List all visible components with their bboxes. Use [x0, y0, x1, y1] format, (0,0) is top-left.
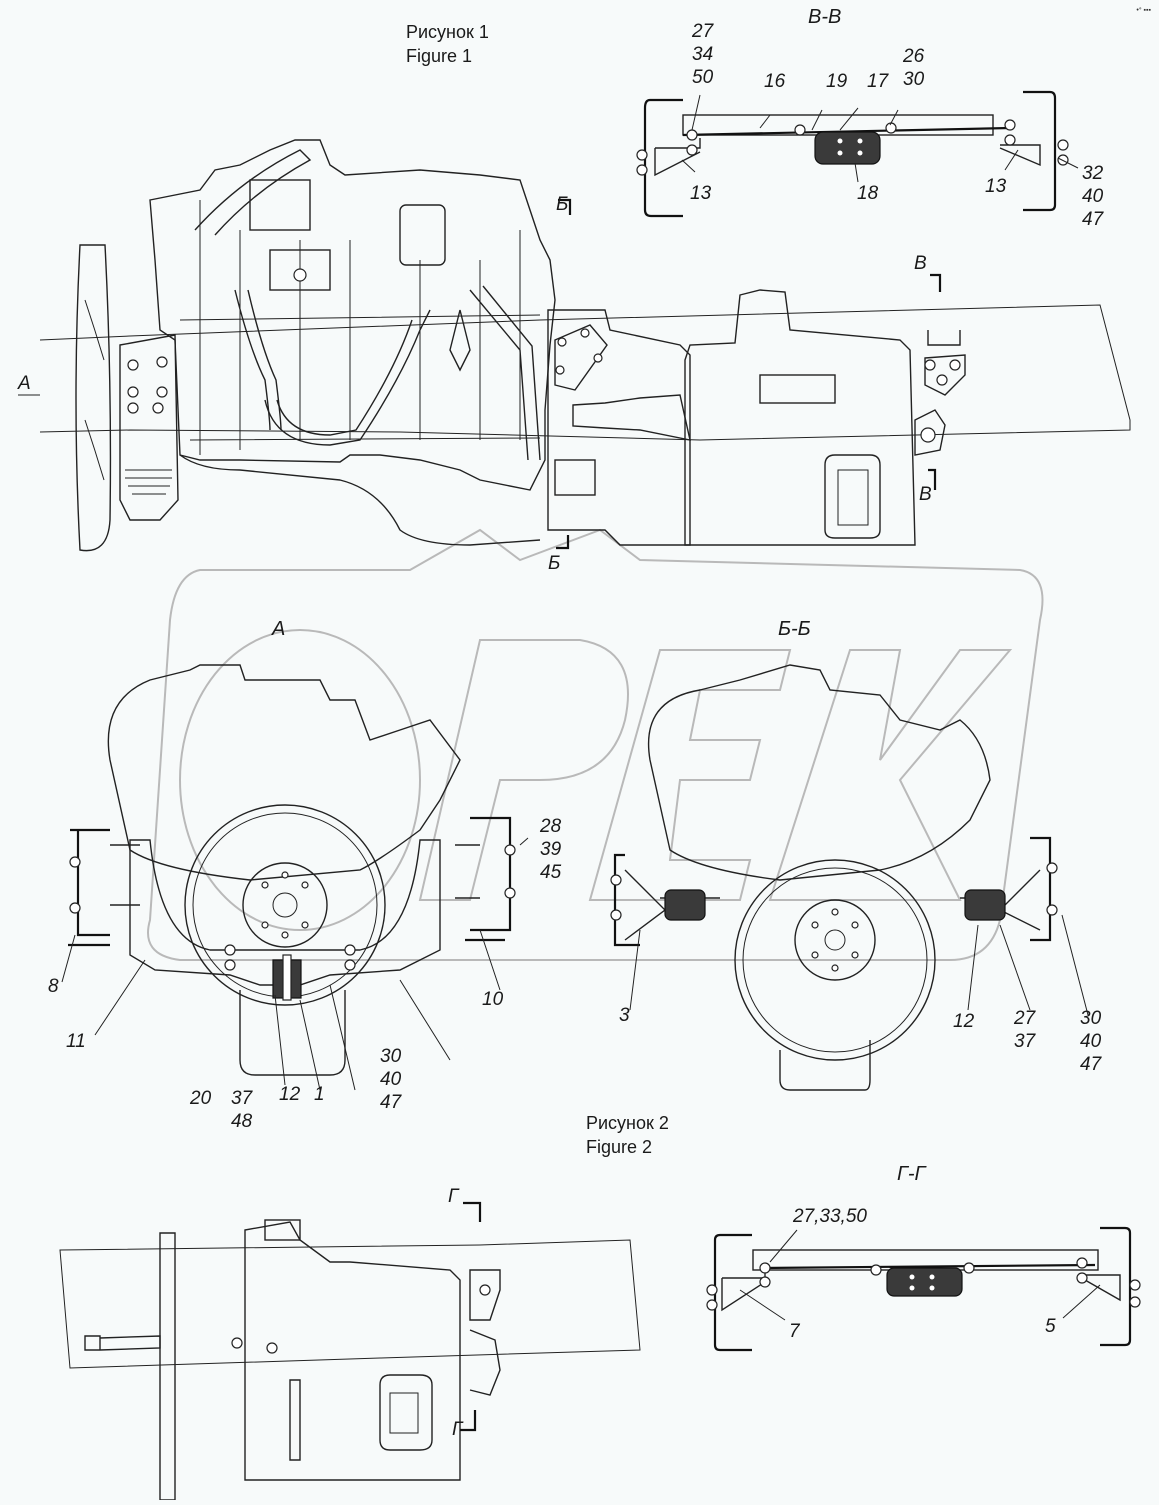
callout-vv-32-40-47: 32 40 47	[1082, 163, 1104, 230]
rubber-cushion-right	[964, 889, 1006, 921]
section-mark-b-bottom: Б	[548, 553, 561, 574]
section-mark-g-bottom: Г	[452, 1419, 463, 1440]
callout-vv-13-left: 13	[690, 183, 712, 204]
bellhousing	[547, 309, 691, 546]
callout-a-8: 8	[48, 976, 59, 997]
view-arrow-a: А	[18, 373, 31, 394]
view-bb-drawing	[610, 664, 1089, 1091]
callout-gg-27-33-50: 27,33,50	[793, 1206, 867, 1227]
rubber-cushion-left	[664, 889, 706, 921]
view-vv-drawing	[636, 90, 1079, 218]
callout-a-28-39-45: 28 39 45	[540, 816, 562, 883]
view-a-drawing	[61, 664, 529, 1091]
callout-bb-30-40-47: 30 40 47	[1080, 1008, 1102, 1075]
flywheel-a	[184, 804, 386, 1006]
callout-a-10: 10	[482, 989, 504, 1010]
view-gg-title: Г-Г	[897, 1163, 926, 1185]
callout-a-30-40-47: 30 40 47	[380, 1046, 402, 1113]
sensor	[449, 309, 471, 372]
section-mark-b-top: Б	[556, 194, 569, 215]
rubber-pad-gg	[886, 1267, 963, 1297]
callout-vv-18: 18	[857, 183, 879, 204]
callout-vv-19: 19	[826, 71, 848, 92]
callout-a-11: 11	[66, 1031, 86, 1052]
pto-cover	[824, 454, 881, 539]
view-a-title: А	[272, 618, 286, 640]
callout-bb-27-37: 27 37	[1014, 1008, 1036, 1052]
callout-vv-16: 16	[764, 71, 786, 92]
section-mark-v-top: В	[914, 253, 927, 274]
callout-a-12: 12	[279, 1084, 301, 1105]
callout-gg-5: 5	[1045, 1316, 1056, 1337]
corner-mark: •ᐤ ▪▪▪	[1136, 7, 1151, 14]
rubber-pad-18	[814, 131, 881, 165]
flywheel-bb	[734, 859, 936, 1061]
figure2-caption-ru: Рисунок 2	[586, 1113, 669, 1133]
front-crossmember-11	[129, 839, 441, 986]
figure1-caption-en: Figure 1	[406, 46, 473, 66]
figure2-gearbox-view	[59, 1201, 641, 1501]
callout-bb-3: 3	[619, 1005, 630, 1026]
figure1-side-view	[18, 139, 1131, 552]
engine-block	[149, 139, 556, 491]
callout-a-37-48: 37 48	[231, 1088, 253, 1132]
gearbox-body	[244, 1221, 461, 1481]
callout-vv-26-30: 26 30	[903, 46, 925, 90]
view-bb-title: Б-Б	[778, 618, 811, 640]
fan-blade	[75, 244, 112, 552]
callout-a-20: 20	[190, 1088, 212, 1109]
callout-bb-12: 12	[953, 1011, 975, 1032]
gearbox-housing	[684, 289, 916, 546]
front-mount-bracket	[119, 334, 179, 521]
view-gg-drawing	[706, 1226, 1141, 1352]
section-mark-g-top: Г	[448, 1186, 459, 1207]
figure1-caption-ru: Рисунок 1	[406, 22, 489, 42]
callout-vv-13-right: 13	[985, 176, 1007, 197]
callout-a-1: 1	[314, 1084, 325, 1105]
callout-vv-17: 17	[867, 71, 889, 92]
figure2-caption-en: Figure 2	[586, 1137, 653, 1157]
callout-gg-7: 7	[789, 1321, 800, 1342]
callout-vv-27-34-50: 27 34 50	[692, 21, 714, 88]
watermark-logo	[147, 528, 1044, 961]
view-vv-title: В-В	[808, 6, 842, 28]
section-mark-v-bottom: В	[919, 484, 932, 505]
